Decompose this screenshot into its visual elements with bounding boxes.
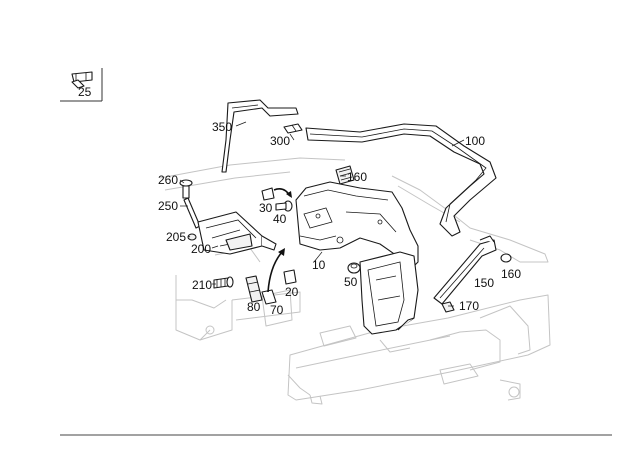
part-160-bracket xyxy=(335,165,355,185)
callout-40: 40 xyxy=(273,212,287,226)
callout-150: 150 xyxy=(474,276,494,290)
part-50-grommet xyxy=(347,262,361,274)
callout-300: 300 xyxy=(270,134,290,148)
inset-label: 25 xyxy=(78,85,92,99)
part-200-bracket xyxy=(197,211,277,255)
part-205-nut xyxy=(187,233,197,241)
part-170-nut xyxy=(441,301,455,313)
part-350-hose xyxy=(221,99,299,173)
part-100-crossmember xyxy=(305,123,497,237)
part-210-bolt xyxy=(213,276,234,289)
part-80-clip xyxy=(245,275,263,303)
callout-260: 260 xyxy=(158,173,178,187)
clip-icon xyxy=(71,71,93,89)
callout-160-right: 160 xyxy=(501,267,521,281)
callout-205: 205 xyxy=(166,230,186,244)
arrow-70-to-panel xyxy=(267,251,283,293)
callout-250: 250 xyxy=(158,199,178,213)
part-260-bolt xyxy=(179,179,193,199)
part-70-clip xyxy=(261,289,277,305)
callout-10: 10 xyxy=(312,258,326,272)
part-150-strut xyxy=(433,235,497,305)
callout-70: 70 xyxy=(270,303,284,317)
callout-20: 20 xyxy=(285,285,299,299)
part-160-grommet xyxy=(500,253,512,263)
callout-350: 350 xyxy=(212,120,232,134)
leader-lines xyxy=(179,121,465,307)
callout-100: 100 xyxy=(465,134,485,148)
part-30-clip xyxy=(261,187,275,201)
callout-210: 210 xyxy=(192,278,212,292)
callout-30: 30 xyxy=(259,201,273,215)
callout-200: 200 xyxy=(191,242,211,256)
part-20-clip xyxy=(283,269,297,285)
part-10-wheelhouse-panel xyxy=(295,181,419,273)
callout-170: 170 xyxy=(459,299,479,313)
callout-160-upper: 160 xyxy=(347,170,367,184)
callout-80: 80 xyxy=(247,300,261,314)
callout-50: 50 xyxy=(344,275,358,289)
part-300-block xyxy=(283,123,303,134)
part-10-lower-frame xyxy=(359,251,419,335)
part-250-rod xyxy=(183,197,201,229)
callout-labels: 350 300 100 260 160 250 30 40 205 200 10… xyxy=(158,120,521,317)
inset-box-25: 25 xyxy=(60,68,103,102)
part-40-bolt xyxy=(275,200,293,212)
